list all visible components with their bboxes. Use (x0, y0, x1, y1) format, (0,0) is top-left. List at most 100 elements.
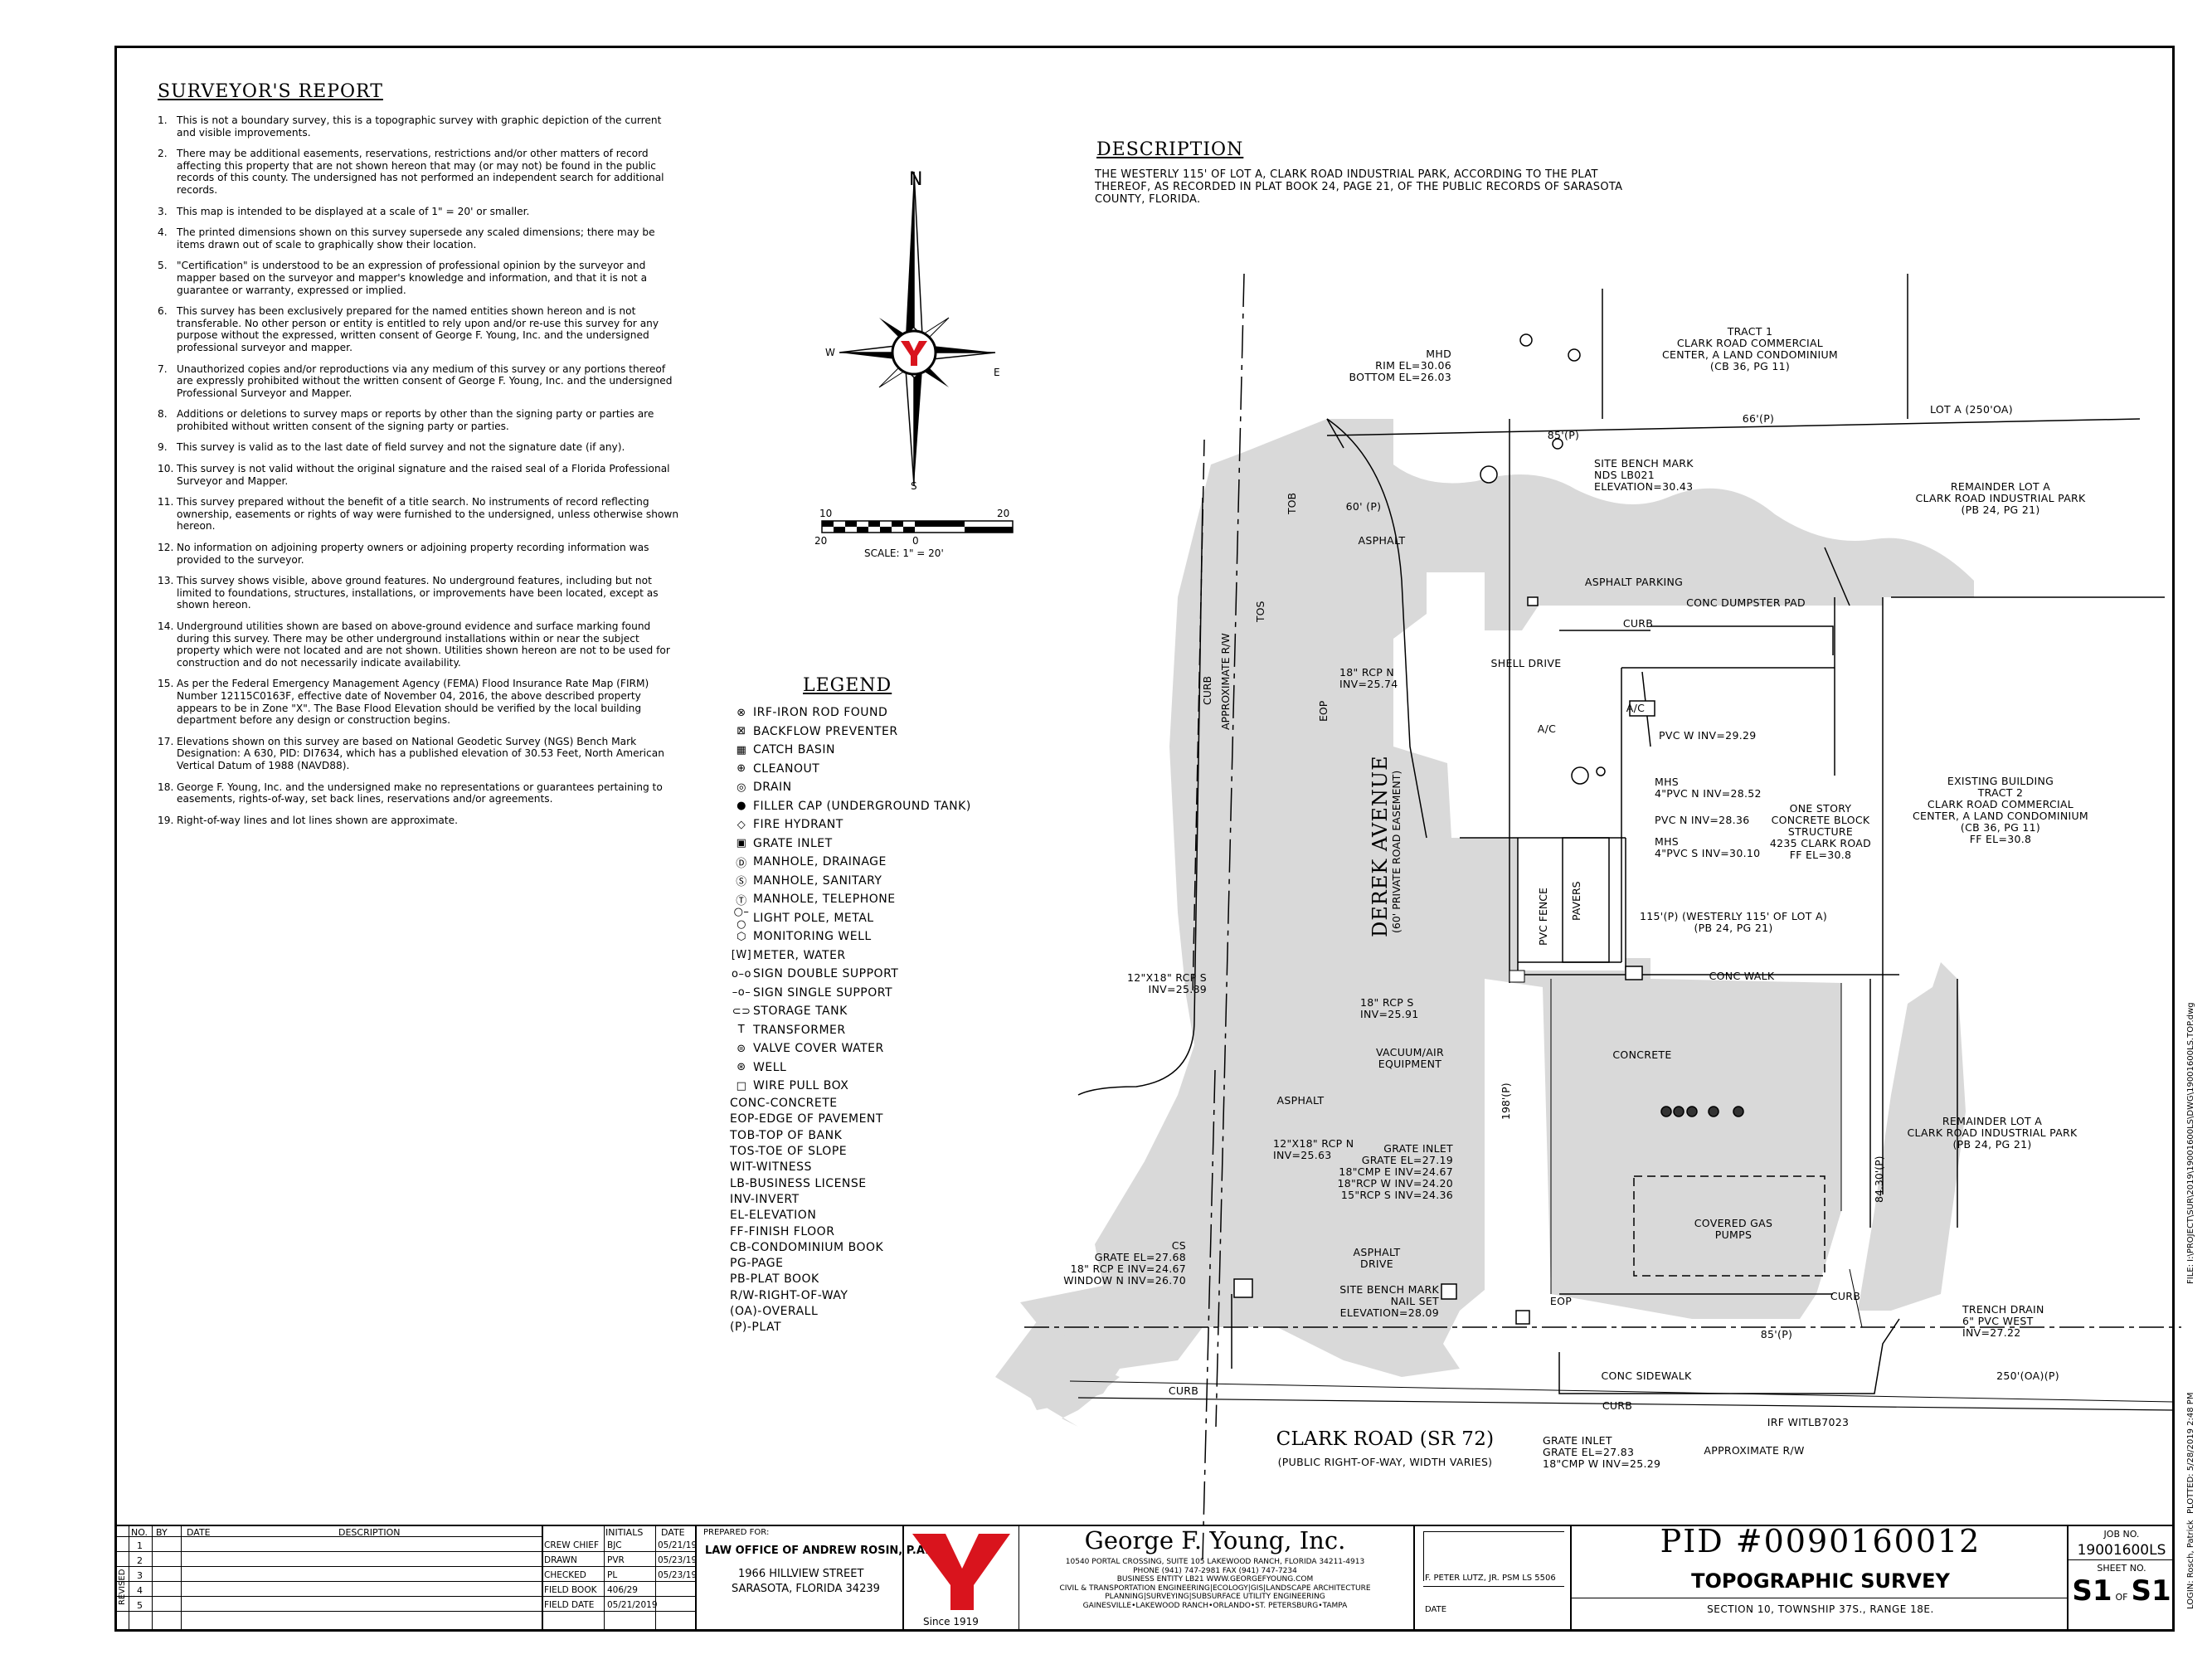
rcp18s-label: 18" RCP S INV=25.91 (1360, 996, 1419, 1020)
dim-84-label: 84.30'(P) (1873, 1155, 1885, 1203)
legend-abbreviation: FF-FINISH FLOOR (730, 1224, 835, 1238)
legend-symbol-icon: ● (737, 800, 746, 813)
legend-row: ●FILLER CAP (UNDERGROUND TANK) (730, 797, 1028, 816)
report-item: 13.This survey shows visible, above grou… (158, 575, 680, 611)
logo-y-icon (912, 1534, 1010, 1610)
report-item-number: 1. (158, 114, 168, 126)
legend-label: LIGHT POLE, METAL (753, 911, 874, 925)
one-story-label: ONE STORY CONCRETE BLOCK STRUCTURE 4235 … (1769, 802, 1872, 861)
report-item-text: George F. Young, Inc. and the undersigne… (177, 781, 663, 805)
report-item-number: 12. (158, 542, 174, 554)
report-item: 14.Underground utilities shown are based… (158, 620, 680, 669)
legend-row: [W]METER, WATER (730, 946, 1028, 966)
report-item: 17.Elevations shown on this survey are b… (158, 736, 680, 772)
legend-row: ▦CATCH BASIN (730, 741, 1028, 760)
legend-label: MANHOLE, TELEPHONE (753, 893, 896, 907)
remainder-bottom-label: REMAINDER LOT A CLARK ROAD INDUSTRIAL PA… (1907, 1115, 2078, 1151)
rev-h-date: DATE (187, 1527, 211, 1538)
report-item: 5. "Certification" is understood to be an… (158, 260, 680, 296)
compass-s: S (911, 480, 917, 492)
dim-85-bottom: 85'(P) (1760, 1328, 1793, 1340)
lot-a-label: LOT A (250'OA) (1930, 403, 2013, 416)
report-item-number: 10. (158, 463, 174, 475)
report-item-number: 6. (158, 305, 168, 318)
report-item-text: There may be additional easements, reser… (177, 148, 664, 196)
report-item-number: 14. (158, 620, 174, 632)
dim-85-top: 85'(P) (1547, 429, 1580, 441)
pid-number: PID #0090160012 (1660, 1523, 1981, 1559)
crew-init: 406/29 (607, 1585, 638, 1595)
legend-row: ◇FIRE HYDRANT (730, 815, 1028, 834)
legend-row: ▣GRATE INLET (730, 834, 1028, 854)
asphalt-parking: ASPHALT PARKING (1584, 576, 1684, 588)
report-item-text: This survey shows visible, above ground … (177, 575, 659, 611)
legend-row: ◎DRAIN (730, 778, 1028, 797)
mhs2-label: MHS 4"PVC S INV=30.10 (1655, 835, 1761, 859)
legend-label: WIRE PULL BOX (753, 1079, 849, 1093)
report-item-text: No information on adjoining property own… (177, 542, 649, 566)
report-item-text: "Certification" is understood to be an e… (177, 260, 648, 296)
report-item: 2.There may be additional easements, res… (158, 148, 680, 196)
report-item-text: Unauthorized copies and/or reproductions… (177, 362, 673, 399)
rcp12x18s-label: 12"X18" RCP S INV=25.89 (1127, 971, 1207, 995)
date-label: DATE (1425, 1605, 1447, 1614)
rev-h-desc: DESCRIPTION (338, 1527, 401, 1538)
crew-init: BJC (607, 1540, 622, 1550)
crew-role: FIELD DATE (544, 1600, 595, 1610)
legend-symbol-icon: –o– (732, 986, 751, 1000)
report-item-text: This survey is valid as to the last date… (177, 441, 625, 454)
legend-abbreviation: PG-PAGE (730, 1257, 784, 1271)
legend-symbol-icon: ▦ (736, 743, 747, 757)
curb-r-label: CURB (1830, 1290, 1861, 1302)
tos-vertical: TOS (1254, 601, 1266, 622)
report-item: 3.This map is intended to be displayed a… (158, 206, 680, 218)
titleblock-top-line (114, 1525, 2175, 1526)
legend-label: MANHOLE, DRAINAGE (753, 855, 887, 869)
legend-symbol-icon: Ⓢ (736, 876, 747, 889)
report-item: 11.This survey prepared without the bene… (158, 496, 680, 533)
since-1919: Since 1919 (923, 1616, 979, 1627)
report-item-number: 3. (158, 205, 168, 217)
rev-3: 3 (137, 1570, 143, 1581)
section-township-range: SECTION 10, TOWNSHIP 37S., RANGE 18E. (1707, 1603, 1934, 1615)
sheet-current: S1 (2072, 1574, 2112, 1608)
asphalt-1: ASPHALT (1358, 534, 1406, 547)
legend-symbol-icon: ◎ (737, 781, 746, 794)
report-item-number: 11. (158, 496, 174, 508)
survey-type: TOPOGRAPHIC SURVEY (1691, 1569, 1950, 1593)
legend-abbreviation: CB-CONDOMINIUM BOOK (730, 1240, 884, 1254)
concrete-label: CONCRETE (1612, 1048, 1672, 1061)
legend-label: FIRE HYDRANT (753, 818, 843, 832)
mhs-label: MHS 4"PVC N INV=28.52 (1655, 776, 1762, 800)
rev-h-by: BY (156, 1527, 168, 1538)
pvc-fence-label: PVC FENCE (1537, 888, 1549, 946)
curb-b1: CURB (1168, 1384, 1199, 1397)
ac-2: A/C (1537, 722, 1557, 735)
report-item: 15.As per the Federal Emergency Manageme… (158, 678, 680, 726)
grate-inlet-2-label: GRATE INLET GRATE EL=27.83 18"CMP W INV=… (1543, 1434, 1661, 1470)
report-item-text: This is not a boundary survey, this is a… (177, 114, 662, 139)
legend-abbreviation: LB-BUSINESS LICENSE (730, 1176, 867, 1190)
legend-label: TRANSFORMER (753, 1023, 846, 1037)
report-item-number: 8. (158, 408, 168, 421)
report-item-text: Underground utilities shown are based on… (177, 620, 670, 669)
legend-title: LEGEND (803, 675, 892, 696)
covered-gas-label: COVERED GAS PUMPS (1694, 1217, 1773, 1241)
client-address-1: 1966 HILLVIEW STREET (738, 1568, 864, 1580)
legend-row: □WIRE PULL BOX (730, 1077, 1028, 1096)
crew-init: PVR (607, 1555, 625, 1565)
rev-1: 1 (137, 1540, 143, 1551)
legend-row: ⊂⊃STORAGE TANK (730, 1002, 1028, 1021)
report-item-number: 7. (158, 362, 168, 375)
legend-label: SIGN DOUBLE SUPPORT (753, 967, 899, 981)
legend-row: ⊛WELL (730, 1058, 1028, 1078)
irf-label: IRF WITLB7023 (1767, 1416, 1850, 1428)
scale-tick-20l: 20 (814, 535, 828, 547)
compass-e: E (994, 367, 1000, 378)
job-no: 19001600LS (2077, 1542, 2166, 1559)
report-item: 4.The printed dimensions shown on this s… (158, 226, 680, 251)
report-item-number: 5. (158, 260, 168, 272)
